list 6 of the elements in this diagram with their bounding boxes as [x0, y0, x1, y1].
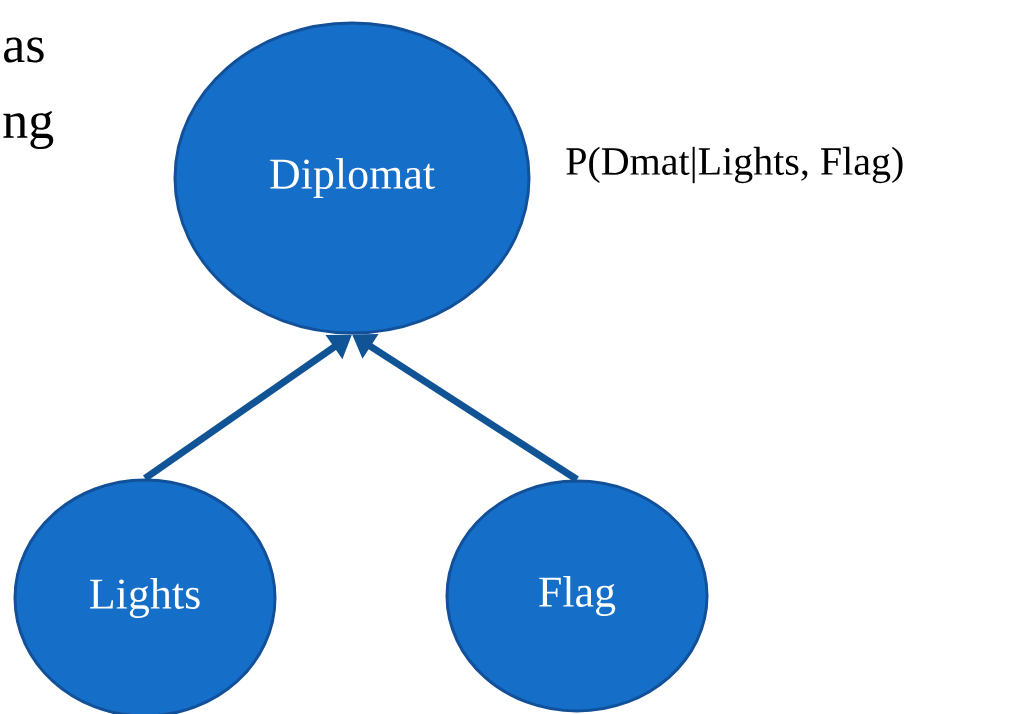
text-label: P(Dmat|Lights, Flag): [566, 146, 903, 184]
ellipse-node: Flag: [445, 479, 709, 713]
ellipse-node: Lights: [13, 478, 277, 714]
text-label: as: [4, 37, 44, 63]
text-label: ng: [3, 111, 54, 149]
ellipse-node: Diplomat: [173, 21, 531, 335]
